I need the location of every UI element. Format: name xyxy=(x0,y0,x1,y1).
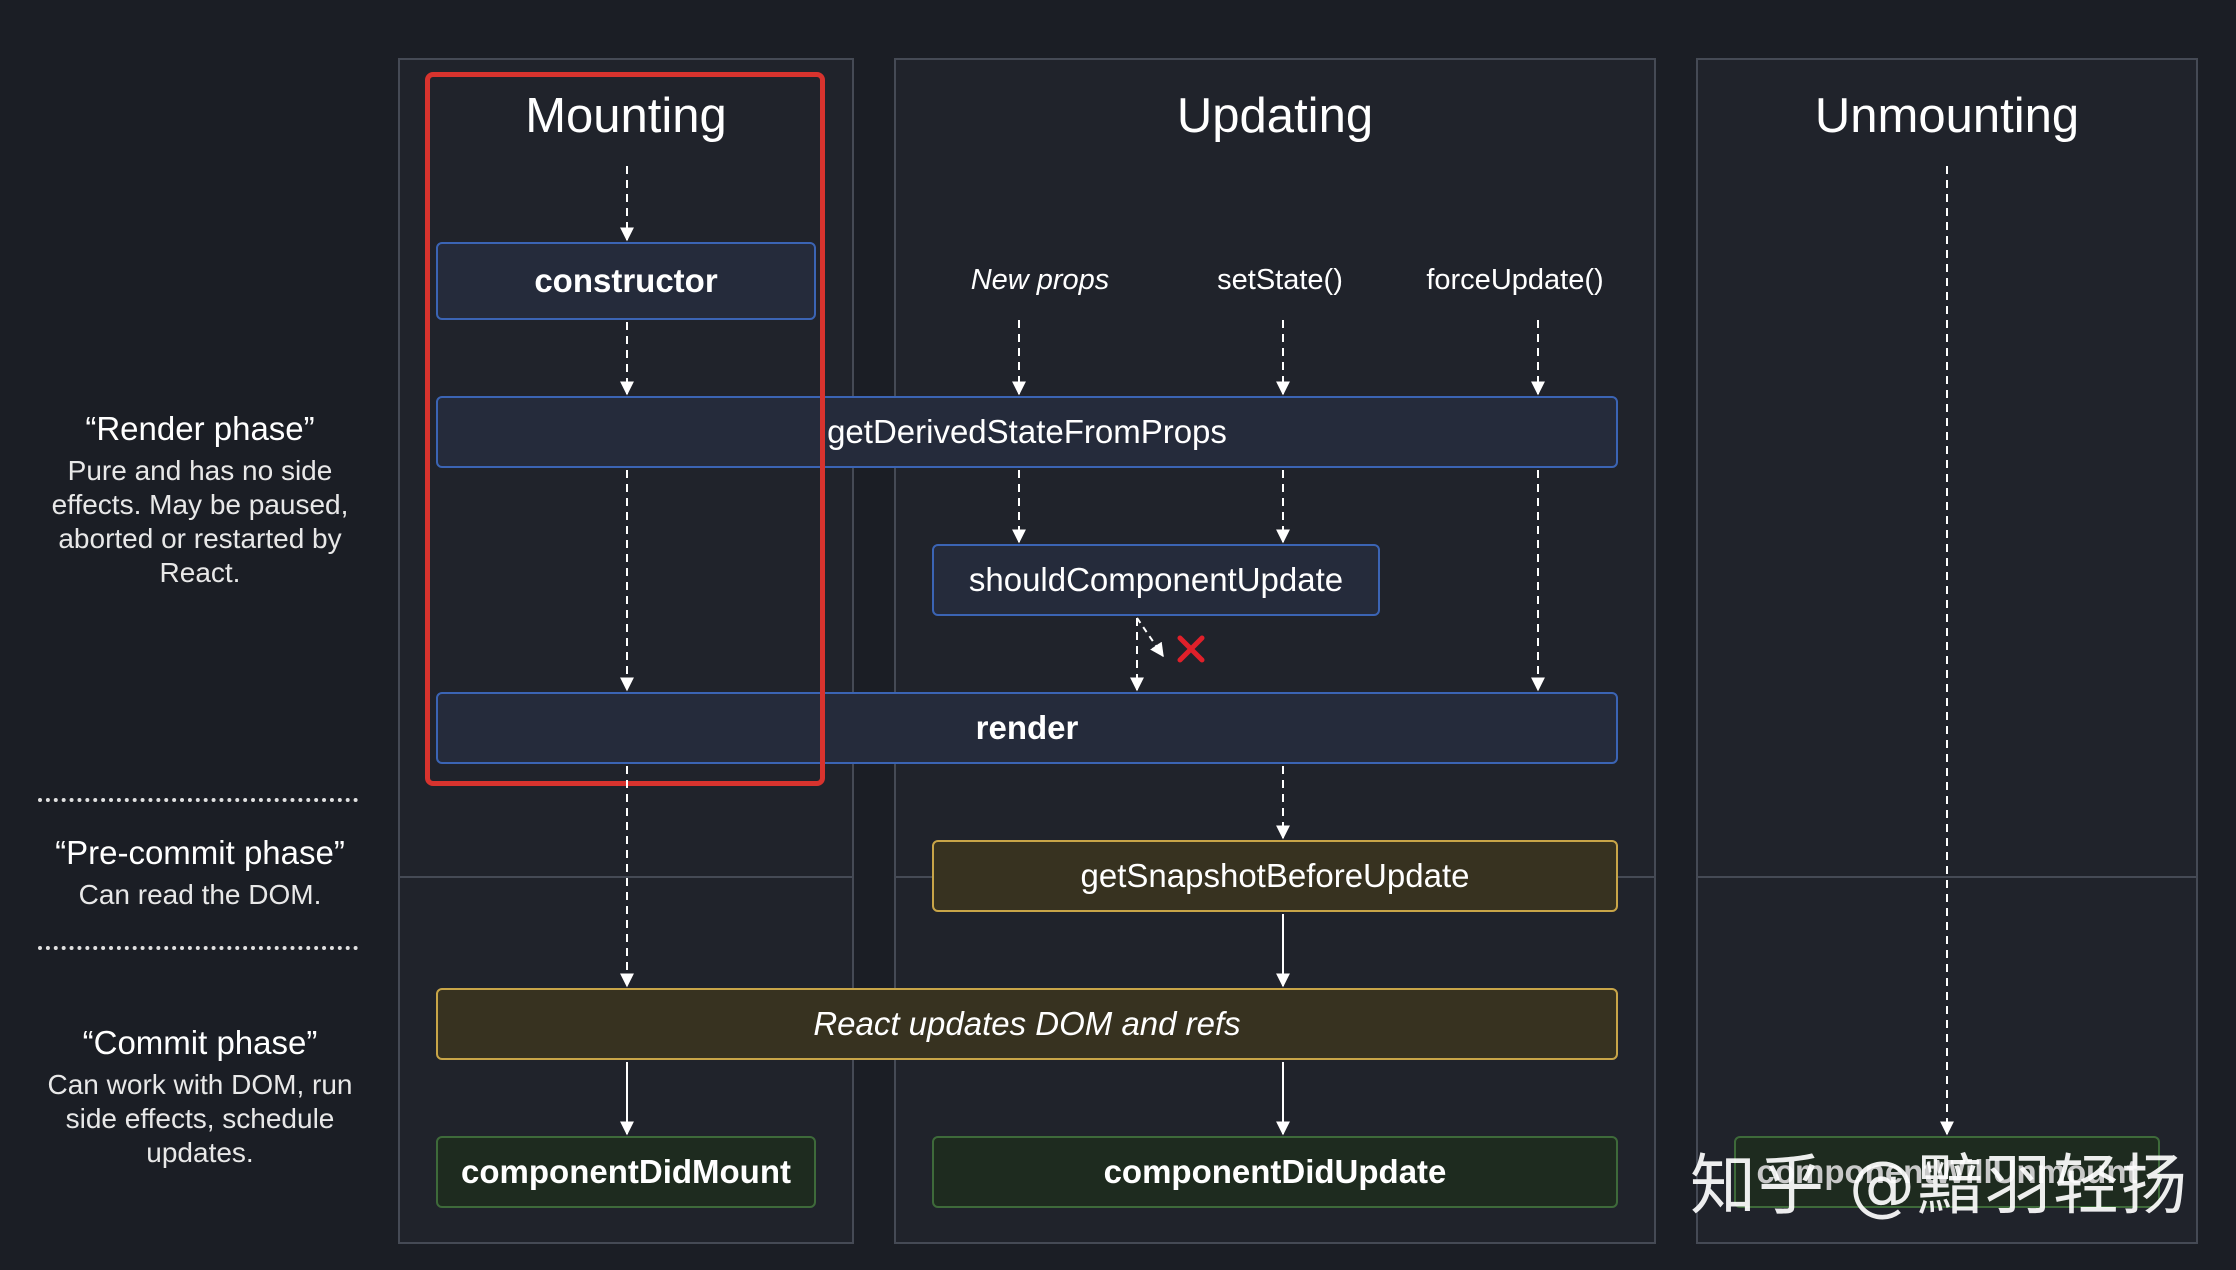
render-box: render xyxy=(436,692,1618,764)
render-phase-title: “Render phase” xyxy=(85,410,315,447)
unmounting-phase-divider xyxy=(1696,876,2198,878)
constructor-box: constructor xyxy=(436,242,816,320)
phase-separator-bottom xyxy=(38,946,358,950)
cross-mark-icon xyxy=(1177,635,1205,663)
mounting-highlight-frame xyxy=(425,72,825,786)
should-component-update-box: shouldComponentUpdate xyxy=(932,544,1380,616)
precommit-phase-description: Can read the DOM. xyxy=(78,879,322,910)
unmounting-title: Unmounting xyxy=(1814,89,2080,143)
trigger-set-state: setState() xyxy=(1217,264,1343,296)
watermark: 知乎 @黯羽轻扬 xyxy=(1690,1147,2189,1224)
component-did-mount-box: componentDidMount xyxy=(436,1136,816,1208)
commit-phase-description: Can work with DOM, run side effects, sch… xyxy=(47,1069,353,1168)
render-phase-label: “Render phase” Pure and has no side effe… xyxy=(40,410,360,590)
trigger-force-update: forceUpdate() xyxy=(1426,264,1604,296)
precommit-phase-title: “Pre-commit phase” xyxy=(55,834,345,871)
mounting-phase-divider xyxy=(398,876,854,878)
component-will-unmount-box: componentWillUnmount xyxy=(1734,1136,2160,1208)
react-updates-dom-box: React updates DOM and refs xyxy=(436,988,1618,1060)
get-snapshot-box: getSnapshotBeforeUpdate xyxy=(932,840,1618,912)
mounting-title: Mounting xyxy=(525,89,727,143)
get-derived-state-box: getDerivedStateFromProps xyxy=(436,396,1618,468)
precommit-phase-label: “Pre-commit phase” Can read the DOM. xyxy=(40,834,360,912)
updating-title: Updating xyxy=(1176,89,1374,143)
commit-phase-title: “Commit phase” xyxy=(82,1024,318,1061)
phase-separator-top xyxy=(38,798,358,802)
arrow-scu-cancel xyxy=(1136,617,1164,658)
render-phase-description: Pure and has no side effects. May be pau… xyxy=(51,455,349,588)
commit-phase-label: “Commit phase” Can work with DOM, run si… xyxy=(40,1024,360,1170)
component-did-update-box: componentDidUpdate xyxy=(932,1136,1618,1208)
trigger-new-props: New props xyxy=(970,264,1110,296)
